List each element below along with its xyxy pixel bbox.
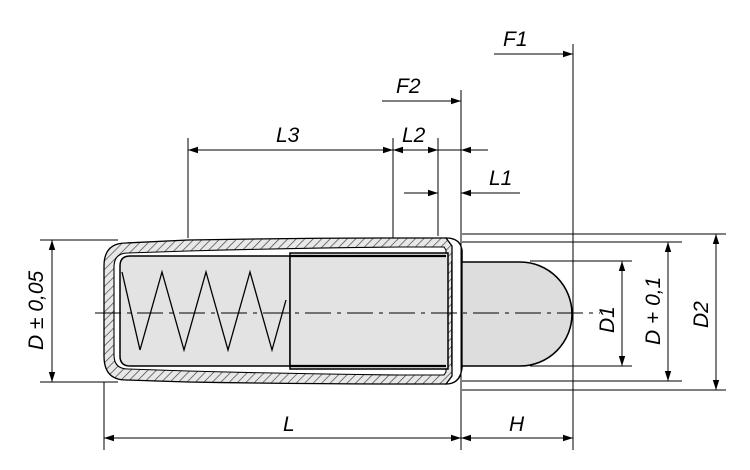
plunger-nose bbox=[451, 261, 573, 367]
label-l2: L2 bbox=[402, 124, 426, 147]
dimension-labels: F1 F2 L3 L2 L1 D ± 0,05 D1 D + 0,1 D2 L … bbox=[25, 28, 713, 436]
dimension-lines bbox=[48, 50, 720, 442]
piston-rear bbox=[289, 252, 449, 370]
label-d1: D1 bbox=[596, 306, 619, 333]
label-d2: D2 bbox=[690, 301, 713, 328]
piston-body bbox=[119, 255, 291, 367]
label-l1: L1 bbox=[489, 167, 512, 190]
label-l3: L3 bbox=[276, 124, 300, 147]
plunger-body bbox=[95, 237, 600, 385]
label-l: L bbox=[283, 413, 295, 436]
spring bbox=[121, 269, 287, 353]
label-f2: F2 bbox=[396, 75, 421, 98]
label-d-plus: D + 0,1 bbox=[642, 277, 665, 345]
label-f1: F1 bbox=[503, 28, 528, 51]
sleeve-flange bbox=[444, 237, 463, 385]
label-h: H bbox=[509, 413, 525, 436]
label-d-tol: D ± 0,05 bbox=[25, 270, 48, 350]
